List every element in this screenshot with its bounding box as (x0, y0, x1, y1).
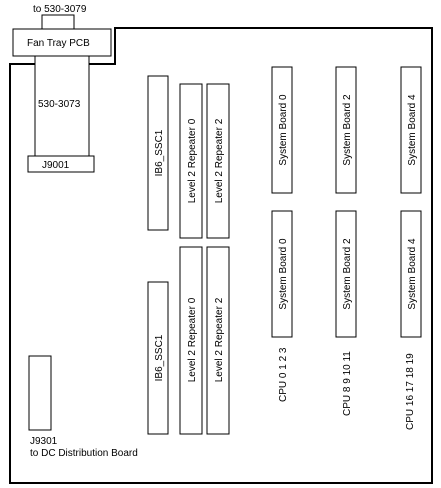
l2-repeater-0-bottom (179, 246, 203, 435)
system-board-2-bottom-label: System Board 2 (342, 238, 353, 310)
system-board-4-bottom (400, 210, 422, 338)
ib6-ssc1-bottom-label: IB6_SSC1 (154, 334, 165, 381)
system-board-0-bottom (271, 210, 293, 338)
system-board-2-top (335, 66, 357, 194)
chassis-outline (9, 27, 433, 484)
connector-j9301 (28, 355, 52, 431)
system-board-4-top (400, 66, 422, 194)
cable-530-3073-label: 530-3073 (38, 99, 81, 110)
cable-530-3073 (34, 55, 90, 157)
system-board-0-top (271, 66, 293, 194)
l2-repeater-2-bottom-label: Level 2 Repeater 2 (214, 297, 225, 382)
fan-pcb-tab (41, 14, 75, 30)
l2-repeater-2-bottom (206, 246, 230, 435)
ib6-ssc1-top-label: IB6_SSC1 (154, 129, 165, 176)
system-board-2-bottom (335, 210, 357, 338)
l2-repeater-2-top-label: Level 2 Repeater 2 (214, 118, 225, 203)
l2-repeater-0-top-label: Level 2 Repeater 0 (187, 118, 198, 203)
connector-j9001-label: J9001 (42, 160, 70, 171)
ib6-ssc1-top (147, 75, 169, 231)
cpu-column-0-label: CPU 0 1 2 3 (278, 347, 289, 402)
system-board-4-top-label: System Board 4 (407, 94, 418, 166)
system-board-2-top-label: System Board 2 (342, 94, 353, 166)
cpu-column-1-label: CPU 8 9 10 11 (342, 351, 353, 416)
l2-repeater-0-bottom-label: Level 2 Repeater 0 (187, 297, 198, 382)
l2-repeater-0-top (179, 83, 203, 239)
system-board-0-top-label: System Board 0 (278, 94, 289, 166)
l2-repeater-2-top (206, 83, 230, 239)
system-board-4-bottom-label: System Board 4 (407, 238, 418, 310)
fan-pcb-to-label: to 530-3079 (33, 4, 87, 15)
connector-j9001 (27, 155, 95, 173)
cpu-column-2-label: CPU 16 17 18 19 (405, 353, 416, 430)
to-dc-distribution-label: to DC Distribution Board (30, 448, 138, 459)
ib6-ssc1-bottom (147, 281, 169, 435)
fan-tray-pcb-label: Fan Tray PCB (27, 38, 90, 49)
system-board-0-bottom-label: System Board 0 (278, 238, 289, 310)
connector-j9301-label: J9301 (30, 436, 58, 447)
